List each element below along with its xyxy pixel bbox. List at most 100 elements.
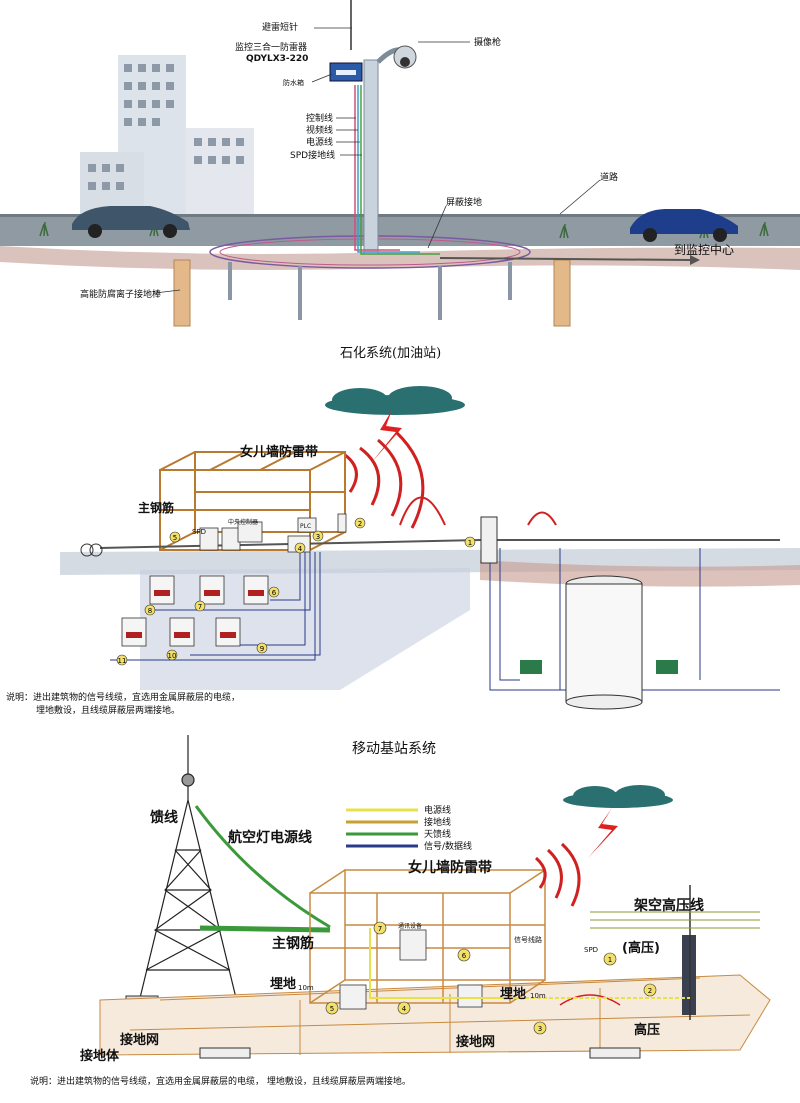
- svg-text:信号/数据线: 信号/数据线: [424, 840, 472, 852]
- note-building-line2: 埋地敷设，且线缆屏蔽层两端接地。: [36, 706, 181, 716]
- label-main-rebar: 主钢筋: [138, 500, 174, 515]
- label-parapet: 女儿墙防雷带: [240, 444, 318, 460]
- markers-section2: 1 2 3 4 5 6 7 8 9 10 11: [116, 517, 476, 666]
- label-buried-1: 埋地: [270, 976, 296, 992]
- label-signal-route: 信号线路: [514, 935, 542, 944]
- marker-s3-2: 2: [643, 983, 657, 997]
- camera-pole: [363, 59, 379, 255]
- svg-text:2: 2: [648, 987, 652, 995]
- control-cabinets: [199, 513, 347, 553]
- section-gas-station: 避雷短针 监控三合一防雷器 QDYLX3-220 防水箱 摄像枪 控制线 视频线…: [0, 0, 800, 327]
- svg-text:7: 7: [198, 603, 202, 611]
- camera-icon: [393, 45, 417, 69]
- label-buried-2-dist: 10m: [530, 992, 546, 1000]
- legend-item-power: 电源线: [346, 804, 451, 816]
- marker-s3-4: 4: [397, 1001, 411, 1015]
- label-main-rebar-2: 主钢筋: [272, 935, 314, 952]
- marker-8: 8: [144, 604, 156, 616]
- svg-text:6: 6: [462, 952, 467, 960]
- car-right: [630, 209, 738, 242]
- svg-text:5: 5: [173, 534, 177, 542]
- marker-s3-5: 5: [325, 1001, 339, 1015]
- marker-4: 4: [294, 542, 306, 554]
- ground-rods: [173, 259, 571, 327]
- pumps: [520, 660, 678, 674]
- markers-section3: 1 2 3 4 5 6 7: [325, 921, 657, 1035]
- marker-6: 6: [268, 586, 280, 598]
- note-building: 说明：进出建筑物的信号线缆，宜选用金属屏蔽层的电缆， 埋地敷设，且线缆屏蔽层两端…: [6, 692, 240, 718]
- svg-text:4: 4: [402, 1005, 407, 1013]
- marker-1: 1: [464, 536, 476, 548]
- label-camera: 摄像枪: [474, 36, 501, 48]
- svg-text:4: 4: [298, 545, 303, 553]
- cloud-icon: [325, 386, 465, 415]
- legend-item-antenna: 天馈线: [346, 828, 451, 840]
- svg-text:2: 2: [358, 520, 362, 528]
- note-base-station: 说明：进出建筑物的信号线缆，宜选用金属屏蔽层的电缆， 埋地敷设，且线缆屏蔽层两端…: [30, 1077, 411, 1087]
- label-parapet-2: 女儿墙防雷带: [408, 859, 492, 876]
- marker-3: 3: [312, 530, 324, 542]
- label-hv: 高压: [634, 1022, 660, 1038]
- tower: [139, 735, 237, 999]
- label-spd-ground: SPD接地线: [290, 149, 335, 161]
- note-building-line1: 说明：进出建筑物的信号线缆，宜选用金属屏蔽层的电缆，: [6, 693, 241, 703]
- marker-11: 11: [116, 654, 128, 666]
- label-ground-grid-1: 接地网: [120, 1032, 159, 1048]
- label-ground-body: 接地体: [80, 1048, 120, 1064]
- marker-s3-3: 3: [533, 1021, 547, 1035]
- lightning-bolt-icon-2: [588, 808, 618, 858]
- label-aviation-light: 航空灯电源线: [228, 829, 312, 846]
- cloud-icon-2: [563, 785, 673, 808]
- svg-text:6: 6: [272, 589, 277, 597]
- caption-gas-station: 石化系统(加油站): [340, 346, 442, 361]
- label-shield-ground: 屏蔽接地: [446, 196, 482, 208]
- label-road: 道路: [600, 171, 618, 183]
- label-waterproof-box: 防水箱: [283, 78, 304, 87]
- car-left: [72, 206, 190, 238]
- label-ground-rod: 高能防腐离子接地棒: [80, 288, 161, 300]
- svg-text:3: 3: [538, 1025, 542, 1033]
- section-building-system: 女儿墙防雷带 主钢筋 SPD 中央控制器 PLC 1 2 3 4 5 6 7 8…: [60, 386, 800, 710]
- label-spd: SPD: [192, 528, 206, 536]
- marker-7: 7: [194, 600, 206, 612]
- building-frame: [159, 451, 346, 551]
- marker-10: 10: [166, 649, 178, 661]
- label-control-line: 控制线: [306, 112, 333, 124]
- lightning-bolt-icon: [372, 410, 402, 462]
- svg-text:电源线: 电源线: [424, 804, 451, 816]
- base-station-building: [309, 869, 546, 1004]
- marker-s3-7: 7: [373, 921, 387, 935]
- svg-text:11: 11: [118, 657, 127, 665]
- svg-text:天馈线: 天馈线: [424, 828, 451, 840]
- label-arrester-model: QDYLX3-220: [246, 54, 308, 64]
- label-ground-grid-2: 接地网: [456, 1034, 495, 1050]
- label-to-monitor: 到监控中心: [674, 242, 734, 257]
- label-feeder: 馈线: [150, 809, 178, 826]
- label-buried-1-dist: 10m: [298, 984, 314, 992]
- label-buried-2: 埋地: [500, 986, 526, 1002]
- label-video-line: 视频线: [306, 124, 333, 136]
- svg-text:8: 8: [148, 607, 152, 615]
- marker-s3-1: 1: [603, 952, 617, 966]
- section-base-station: 电源线 接地线 天馈线 信号/数据线 馈线 航空灯电源线 女儿墙防雷带 主钢筋 …: [80, 735, 771, 1064]
- marker-2: 2: [354, 517, 366, 529]
- svg-text:3: 3: [316, 533, 320, 541]
- label-spd-2: SPD: [584, 946, 598, 954]
- legend: 电源线 接地线 天馈线 信号/数据线: [346, 804, 472, 852]
- label-plc: PLC: [300, 523, 311, 530]
- label-lightning-rod: 避雷短针: [262, 21, 298, 33]
- svg-text:10: 10: [168, 652, 177, 660]
- label-power-line: 电源线: [306, 136, 333, 148]
- storage-tank: [565, 575, 643, 710]
- svg-text:9: 9: [260, 645, 264, 653]
- caption-base-station: 移动基站系统: [352, 741, 436, 757]
- marker-s3-6: 6: [457, 948, 471, 962]
- label-hv-paren: (高压): [622, 940, 660, 956]
- legend-item-ground: 接地线: [346, 816, 451, 828]
- marker-9: 9: [256, 642, 268, 654]
- svg-text:1: 1: [468, 539, 472, 547]
- label-comm-equipment: 通讯设备: [398, 922, 422, 930]
- legend-item-signal: 信号/数据线: [346, 840, 472, 852]
- svg-text:1: 1: [608, 956, 612, 964]
